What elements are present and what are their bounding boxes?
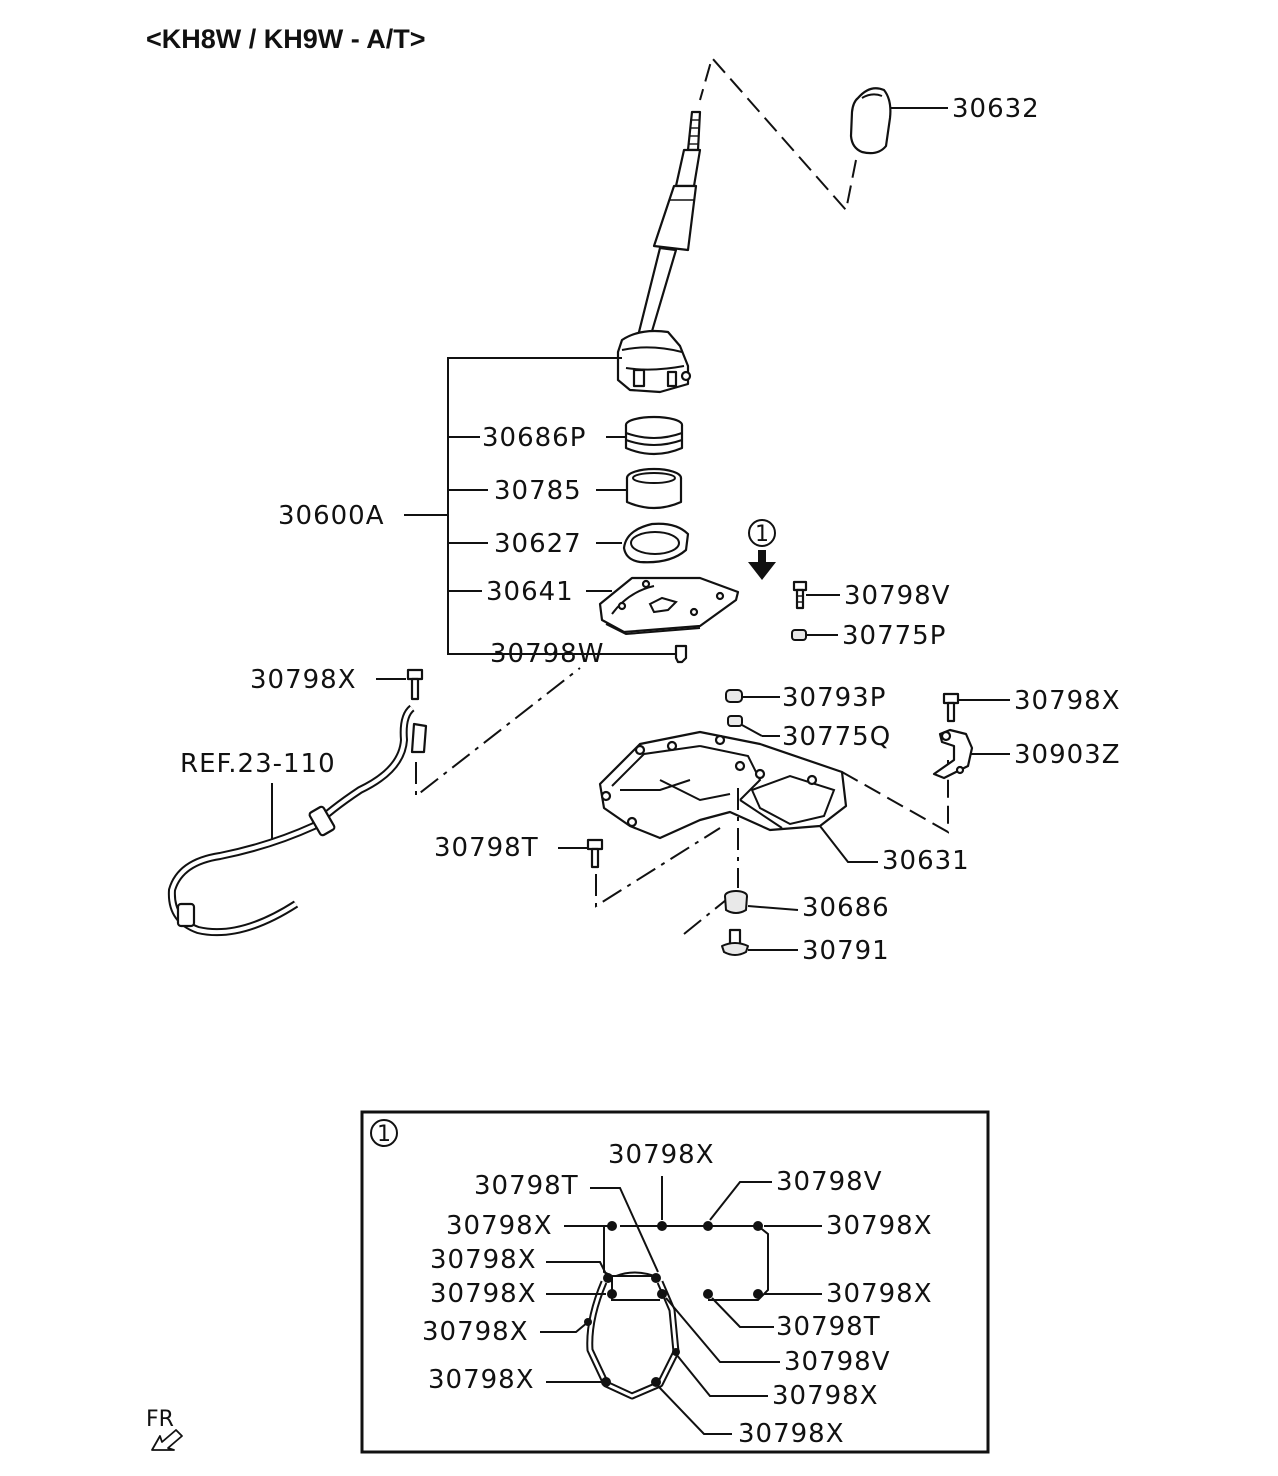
detail-label-x-left3: 30798X xyxy=(430,1279,537,1309)
detail-label-x-left4: 30798X xyxy=(422,1317,529,1347)
label-30775Q: 30775Q xyxy=(782,722,891,752)
detail-label-x-right2: 30798X xyxy=(826,1279,933,1309)
nut-30775P xyxy=(791,629,807,641)
nut-30775Q xyxy=(727,715,743,727)
shift-lever xyxy=(616,110,702,394)
label-30798X-cable: 30798X xyxy=(250,665,357,695)
detail-label-t-right: 30798T xyxy=(776,1312,881,1342)
detail-label-t-top: 30798T xyxy=(474,1171,579,1201)
diagram-title: <KH8W / KH9W - A/T> xyxy=(146,24,426,54)
label-30627: 30627 xyxy=(494,529,582,559)
shift-cable xyxy=(167,704,428,937)
phantom-line-knob xyxy=(699,55,857,213)
detail-label-x-left5: 30798X xyxy=(428,1365,535,1395)
detail-box: 1 xyxy=(360,1110,990,1454)
callout-marker-1: 1 xyxy=(748,519,776,580)
detail-label-x-bottom: 30798X xyxy=(738,1419,845,1449)
label-30798T: 30798T xyxy=(434,833,539,863)
detail-label-top: 30798X xyxy=(608,1140,715,1170)
bracket-30903Z xyxy=(932,728,974,780)
bolt-30798W xyxy=(674,644,688,664)
group-bracket-30600A xyxy=(447,357,676,655)
label-30798W: 30798W xyxy=(490,639,604,669)
bushing-30686 xyxy=(724,890,748,914)
callout-number: 1 xyxy=(755,522,769,547)
gasket-30627 xyxy=(622,522,690,564)
detail-callout-number: 1 xyxy=(377,1122,391,1147)
phantom-line-30798T xyxy=(595,827,721,908)
arrow-down-left-icon xyxy=(151,1429,183,1451)
label-ref-cable: REF.23-110 xyxy=(180,749,336,779)
detail-label-v-right: 30798V xyxy=(784,1347,891,1377)
bolt-30798V xyxy=(792,580,808,610)
ring-30785 xyxy=(625,467,683,510)
detail-label-x-right3: 30798X xyxy=(772,1381,879,1411)
label-30631: 30631 xyxy=(882,846,970,876)
bolt-30798X-bracket xyxy=(942,692,960,723)
bolt-30798X-cable xyxy=(406,668,424,701)
label-30641: 30641 xyxy=(486,577,574,607)
detail-label-x-left1: 30798X xyxy=(446,1211,553,1241)
label-30798V: 30798V xyxy=(844,581,951,611)
label-30775P: 30775P xyxy=(842,621,946,651)
leader-30631 xyxy=(819,825,878,863)
label-30793P: 30793P xyxy=(782,683,886,713)
front-direction-marker: FR xyxy=(146,1407,183,1451)
bolt-30791 xyxy=(721,928,749,956)
label-30785: 30785 xyxy=(494,476,582,506)
phantom-line-cable xyxy=(415,667,581,799)
phantom-line-bracket xyxy=(841,760,949,834)
label-30903Z: 30903Z xyxy=(1014,740,1121,770)
front-label: FR xyxy=(146,1407,174,1432)
leader-30775Q-a xyxy=(741,724,763,737)
detail-label-v-top: 30798V xyxy=(776,1167,883,1197)
label-30686: 30686 xyxy=(802,893,890,923)
cover-plate-30641 xyxy=(598,576,740,636)
leader-30686 xyxy=(747,905,799,911)
bolt-30798T xyxy=(586,838,604,869)
label-30791: 30791 xyxy=(802,936,890,966)
label-30600A: 30600A xyxy=(278,501,385,531)
detail-label-x-right1: 30798X xyxy=(826,1211,933,1241)
bushing-30686P xyxy=(624,415,684,456)
detail-label-x-left2: 30798X xyxy=(430,1245,537,1275)
nut-30793P xyxy=(725,689,743,703)
shift-knob xyxy=(849,87,892,155)
base-bracket-30631 xyxy=(598,730,848,840)
label-30686P: 30686P xyxy=(482,423,586,453)
label-30632: 30632 xyxy=(952,94,1040,124)
label-30798X-bracket: 30798X xyxy=(1014,686,1121,716)
phantom-line-30686 xyxy=(683,899,727,935)
